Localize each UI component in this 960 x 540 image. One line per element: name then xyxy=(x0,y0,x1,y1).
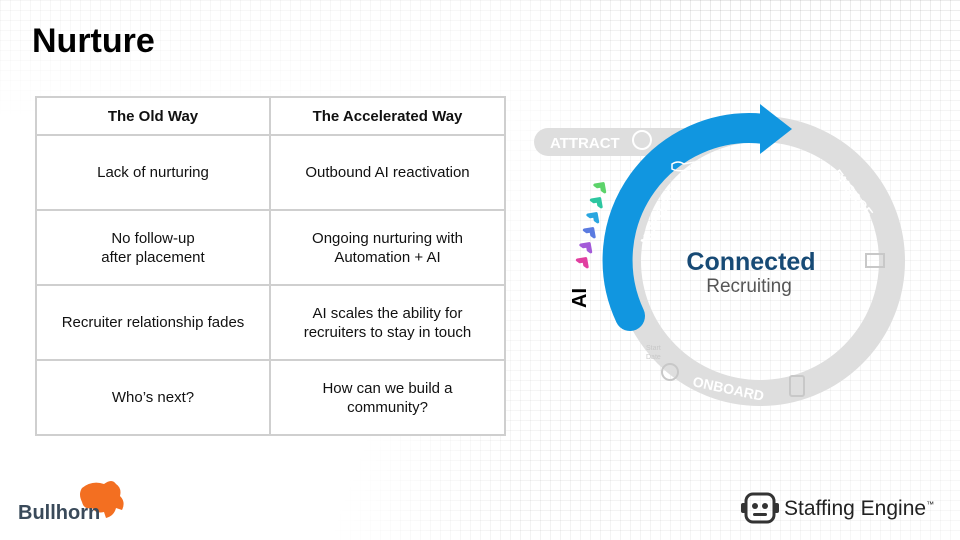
old-way-cell: Who’s next? xyxy=(35,359,271,436)
attract-person-icon xyxy=(632,130,652,150)
onboard-clipboard-icon xyxy=(789,375,805,397)
nurture-arc xyxy=(602,113,780,331)
ai-chevron xyxy=(589,197,603,209)
page-title: Nurture xyxy=(32,22,155,60)
staffing-engine-name: Staffing Engine xyxy=(784,497,927,520)
table-header-row: The Old Way The Accelerated Way xyxy=(35,96,506,136)
ai-chevron-stack xyxy=(575,182,607,269)
stage-attract-label: ATTRACT xyxy=(550,135,620,152)
connected-recruiting-diagram: ATTRACT NURTURE ENGAGE ONBOARD Start Dat… xyxy=(534,104,905,406)
engage-envelope-icon xyxy=(865,253,885,268)
bullhorn-wordmark: Bullhorn xyxy=(18,502,101,524)
old-way-cell: Lack of nurturing xyxy=(35,134,271,211)
nurture-hand-heart-icon xyxy=(671,161,698,172)
column-header-accelerated-way: The Accelerated Way xyxy=(269,96,506,136)
comparison-table: The Old Way The Accelerated Way Lack of … xyxy=(35,96,506,436)
start-date-star-icon xyxy=(661,363,679,381)
start-date-label-line1: Start xyxy=(646,345,661,352)
bullhorn-bull-icon xyxy=(80,481,124,518)
staffing-engine-robot-icon xyxy=(741,492,779,524)
old-way-cell: Recruiter relationship fades xyxy=(35,284,271,361)
accelerated-way-cell: Outbound AI reactivation xyxy=(269,134,506,211)
staffing-engine-wordmark: Staffing Engine™ xyxy=(784,497,934,521)
bullhorn-logo xyxy=(80,481,124,518)
nurture-arrowhead xyxy=(760,104,792,154)
ai-chevron xyxy=(582,227,596,239)
center-title: Connected xyxy=(686,248,815,276)
ai-chevron xyxy=(579,242,593,254)
ai-label: AI xyxy=(569,288,591,308)
start-date-label-line2: Date xyxy=(646,354,661,361)
center-subtitle: Recruiting xyxy=(706,276,792,297)
column-header-old-way: The Old Way xyxy=(35,96,271,136)
ai-chevron xyxy=(593,182,607,194)
ai-chevron xyxy=(586,212,600,224)
trademark-symbol: ™ xyxy=(926,500,935,509)
ai-chevron xyxy=(575,257,589,269)
